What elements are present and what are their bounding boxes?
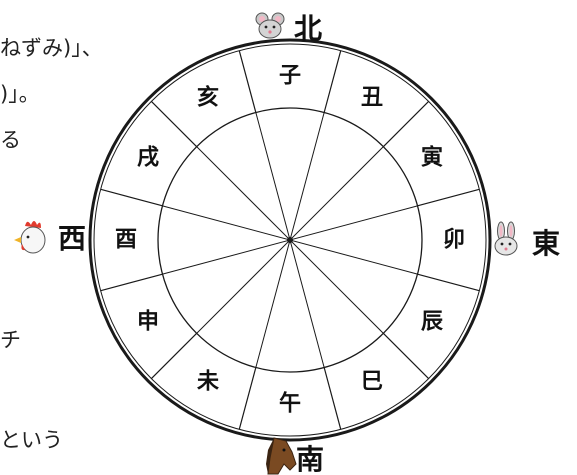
mouse-eye-right (272, 25, 276, 29)
rabbit-ear-inner-left (499, 225, 503, 237)
zodiac-label-snake: 巳 (361, 370, 383, 395)
direction-north: 北 (294, 12, 322, 45)
zodiac-wheel (88, 38, 492, 442)
zodiac-label-dragon: 辰 (421, 310, 443, 335)
sector-divider (417, 188, 480, 207)
sector-divider (382, 332, 430, 380)
outer-ring-inner-edge (93, 43, 487, 437)
cropped-text-line-1: ねずみ)」、 (0, 36, 103, 60)
horse-icon (266, 437, 297, 475)
cropped-text-line-4: チ (0, 328, 21, 352)
zodiac-label-monkey: 申 (137, 310, 159, 335)
rabbit-ear-inner-right (509, 225, 513, 237)
cropped-text-line-3: る (0, 128, 21, 152)
sector-divider (323, 50, 342, 113)
sector-divider (238, 367, 257, 430)
cropped-text-line-2: )」。 (0, 82, 40, 106)
horse-eye (282, 448, 286, 452)
direction-west: 西 (58, 222, 86, 255)
rabbit-head (494, 236, 518, 256)
sector-divider (100, 188, 163, 207)
zodiac-label-boar: 亥 (197, 84, 219, 110)
rabbit-eye-right (508, 242, 512, 246)
sector-divider (382, 100, 430, 148)
zodiac-label-horse: 午 (279, 391, 301, 417)
sector-divider (150, 100, 198, 148)
mouse-eye-left (264, 25, 268, 29)
direction-east: 東 (532, 227, 560, 260)
mouse-nose (268, 30, 272, 34)
rooster-comb (25, 221, 41, 228)
direction-south: 南 (296, 443, 324, 475)
outer-ring (88, 38, 492, 442)
sector-divider (150, 332, 198, 380)
rooster-eye (26, 235, 30, 239)
zodiac-label-mouse: 子 (279, 64, 301, 89)
sector-divider (238, 50, 257, 113)
mouse-ear-inner-right (275, 16, 281, 22)
center-point (287, 237, 293, 243)
zodiac-label-ox: 丑 (361, 85, 383, 110)
mouse-ear-inner-left (259, 16, 265, 22)
inner-ring (157, 107, 423, 373)
cropped-text-line-5: という (0, 428, 63, 452)
horse-mane (266, 438, 274, 474)
rabbit-eye-left (500, 242, 504, 246)
sector-divider (100, 273, 163, 292)
mouse-icon (255, 12, 285, 39)
rooster-head (20, 226, 46, 254)
rabbit-icon (494, 221, 518, 256)
zodiac-label-rooster: 酉 (115, 228, 137, 253)
zodiac-label-tiger: 寅 (421, 145, 443, 171)
rabbit-nose (504, 247, 508, 251)
sector-divider (417, 273, 480, 292)
sector-divider (323, 367, 342, 430)
mouse-head (258, 19, 282, 39)
zodiac-label-sheep: 未 (197, 370, 219, 395)
rooster-beak (14, 237, 21, 243)
zodiac-label-rabbit: 卯 (443, 228, 465, 253)
zodiac-label-dog: 戌 (137, 146, 159, 171)
rooster-wattle (21, 244, 25, 251)
rooster-icon (14, 221, 46, 254)
